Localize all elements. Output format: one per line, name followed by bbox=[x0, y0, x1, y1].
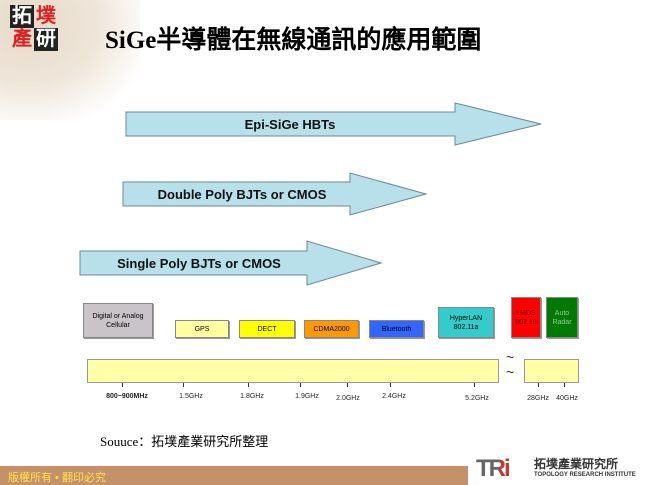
freq-label: 1.9GHz bbox=[295, 393, 319, 400]
axis-break-icon: ~ bbox=[506, 364, 515, 380]
app-hyperlan: HyperLAN 802.11a bbox=[438, 307, 494, 338]
logo-char: 研 bbox=[34, 28, 58, 51]
freq-label: 1.8GHz bbox=[240, 393, 264, 400]
logo-char: 產 bbox=[12, 28, 32, 50]
copyright-text: 版權所有 • 翻印必究 bbox=[8, 472, 106, 484]
arrow-label: Single Poly BJTs or CMOS bbox=[117, 255, 281, 271]
frequency-bar-high bbox=[524, 359, 579, 383]
arrow-label: Epi-SiGe HBTs bbox=[244, 116, 336, 132]
axis-break-icon: ~ bbox=[506, 349, 515, 365]
app-lmds: LMDS 802.16 bbox=[511, 297, 541, 338]
tick bbox=[474, 383, 475, 387]
arrow-single-poly bbox=[79, 240, 383, 286]
freq-label: 2.0GHz bbox=[336, 395, 360, 402]
freq-label: 2.4GHz bbox=[382, 393, 406, 400]
freq-label: 800~900MHz bbox=[106, 393, 148, 400]
slide-title: SiGe半導體在無線通訊的應用範圍 bbox=[105, 27, 482, 54]
brand-logo: TRi 拓墣產業研究所 TOPOLOGY RESEARCH INSTITUTE bbox=[468, 453, 650, 485]
logo-char: 墣 bbox=[36, 5, 56, 27]
brand-mark: TRi bbox=[476, 455, 511, 482]
app-gps: GPS bbox=[175, 320, 229, 338]
arrow-double-poly bbox=[122, 172, 428, 216]
freq-label: 40GHz bbox=[556, 395, 578, 402]
freq-label: 28GHz bbox=[527, 395, 549, 402]
tick bbox=[248, 383, 249, 387]
app-cellular: Digital or Analog Cellular bbox=[83, 303, 153, 338]
app-bluetooth: Bluetooth bbox=[369, 320, 424, 338]
app-dect: DECT bbox=[239, 320, 295, 338]
tick bbox=[122, 383, 123, 387]
app-auto-radar: Auto Radar bbox=[546, 297, 578, 338]
tick bbox=[347, 383, 348, 387]
logo-char: 拓 bbox=[10, 5, 34, 28]
tick bbox=[564, 383, 565, 387]
arrow-label: Double Poly BJTs or CMOS bbox=[157, 186, 327, 202]
frequency-bar bbox=[87, 359, 499, 383]
brand-name-en: TOPOLOGY RESEARCH INSTITUTE bbox=[534, 472, 636, 478]
tick bbox=[300, 383, 301, 387]
app-cdma2000: CDMA2000 bbox=[304, 320, 359, 338]
brand-name-cn: 拓墣產業研究所 bbox=[534, 457, 619, 471]
tick bbox=[538, 383, 539, 387]
source-note: Souuce：拓墣產業研究所整理 bbox=[100, 434, 269, 449]
freq-label: 1.5GHz bbox=[179, 393, 203, 400]
tick bbox=[390, 383, 391, 387]
tick bbox=[183, 383, 184, 387]
arrow-epi-sige bbox=[125, 102, 542, 146]
logo: 拓 墣 產 研 bbox=[10, 5, 60, 53]
freq-label: 5.2GHz bbox=[465, 395, 489, 402]
